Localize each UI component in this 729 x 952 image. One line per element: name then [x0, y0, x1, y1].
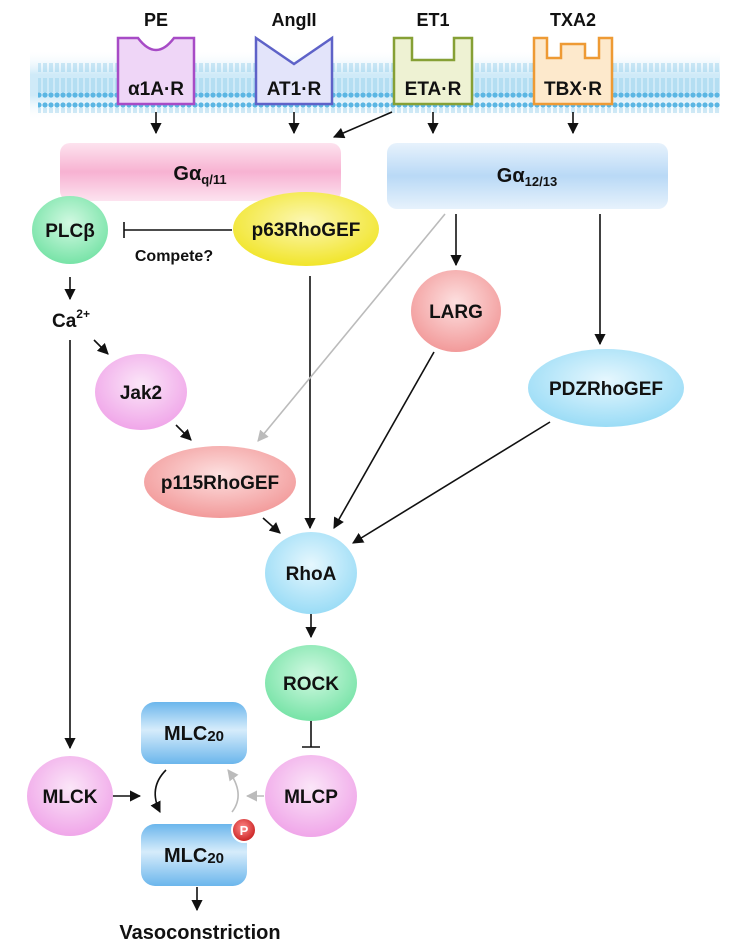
node-mlck: MLCK	[27, 756, 113, 836]
svg-text:Gαq/11: Gαq/11	[173, 163, 226, 187]
compete-label: Compete?	[135, 248, 213, 265]
mlc20-phosphorylated: MLC20 P	[141, 817, 257, 886]
mlc20-bottom-label: MLC	[164, 845, 207, 867]
vasoconstriction-label: Vasoconstriction	[119, 922, 280, 944]
mlc20-bottom-subscript: 20	[207, 850, 224, 867]
mlc20-top-label: MLC	[164, 723, 207, 745]
node-calcium: Ca2+	[52, 307, 90, 332]
receptor-at1-label: AT1·R	[267, 79, 322, 100]
svg-text:Gα12/13: Gα12/13	[497, 165, 557, 189]
receptor-arrows	[150, 111, 579, 139]
ligand-et1: ET1	[416, 10, 449, 30]
ligand-angii: AngII	[272, 10, 317, 30]
node-mlck-label: MLCK	[43, 787, 98, 808]
receptor-eta-label: ETA·R	[405, 79, 462, 100]
receptor-tbx: TBX·R	[532, 36, 614, 106]
node-jak2: Jak2	[95, 354, 187, 430]
node-rhoa-label: RhoA	[286, 564, 337, 585]
g-alpha-q11-label: Gα	[173, 163, 202, 185]
node-pdzrhogef-label: PDZRhoGEF	[549, 379, 663, 400]
node-p63rhogef: p63RhoGEF	[233, 192, 379, 266]
node-mlcp: MLCP	[265, 755, 357, 837]
node-p115rhogef: p115RhoGEF	[144, 446, 296, 518]
g-alpha-12-13-label: Gα	[497, 165, 526, 187]
svg-text:MLC20: MLC20	[164, 845, 224, 867]
node-p115rhogef-label: p115RhoGEF	[161, 473, 279, 494]
receptor-tbx-label: TBX·R	[544, 79, 602, 100]
phospho-badge-label: P	[240, 823, 249, 838]
ligand-pe: PE	[144, 10, 168, 30]
svg-text:Ca2+: Ca2+	[52, 307, 90, 332]
node-rhoa: RhoA	[265, 532, 357, 614]
receptor-at1: AT1·R	[254, 35, 334, 106]
node-pdzrhogef: PDZRhoGEF	[528, 349, 684, 427]
mlc20-top-subscript: 20	[207, 728, 224, 745]
receptor-alpha1a: α1A·R	[116, 36, 196, 106]
calcium-superscript: 2+	[76, 307, 90, 321]
receptor-alpha1a-label: α1A·R	[128, 79, 184, 100]
node-larg: LARG	[411, 270, 501, 352]
node-rock-label: ROCK	[283, 674, 339, 695]
g-alpha-q11-subscript: q/11	[201, 172, 226, 187]
g-alpha-q11-bar: Gαq/11	[60, 143, 341, 201]
node-plcb-label: PLCβ	[45, 221, 95, 242]
ligand-txa2: TXA2	[550, 10, 596, 30]
svg-text:MLC20: MLC20	[164, 723, 224, 745]
g-alpha-12-13-subscript: 12/13	[525, 174, 558, 189]
node-jak2-label: Jak2	[120, 383, 162, 404]
node-mlcp-label: MLCP	[284, 787, 338, 808]
node-plcb: PLCβ	[32, 196, 108, 264]
calcium-label: Ca	[52, 311, 77, 332]
phospho-badge: P	[231, 817, 257, 843]
pathway-arrows	[64, 214, 606, 912]
node-p63rhogef-label: p63RhoGEF	[252, 220, 361, 241]
receptor-eta: ETA·R	[392, 36, 474, 106]
gray-arrows	[227, 213, 446, 813]
node-rock: ROCK	[265, 645, 357, 721]
node-larg-label: LARG	[429, 302, 483, 323]
g-alpha-12-13-bar: Gα12/13	[387, 143, 668, 209]
mlc20-unphosphorylated: MLC20	[141, 702, 247, 764]
